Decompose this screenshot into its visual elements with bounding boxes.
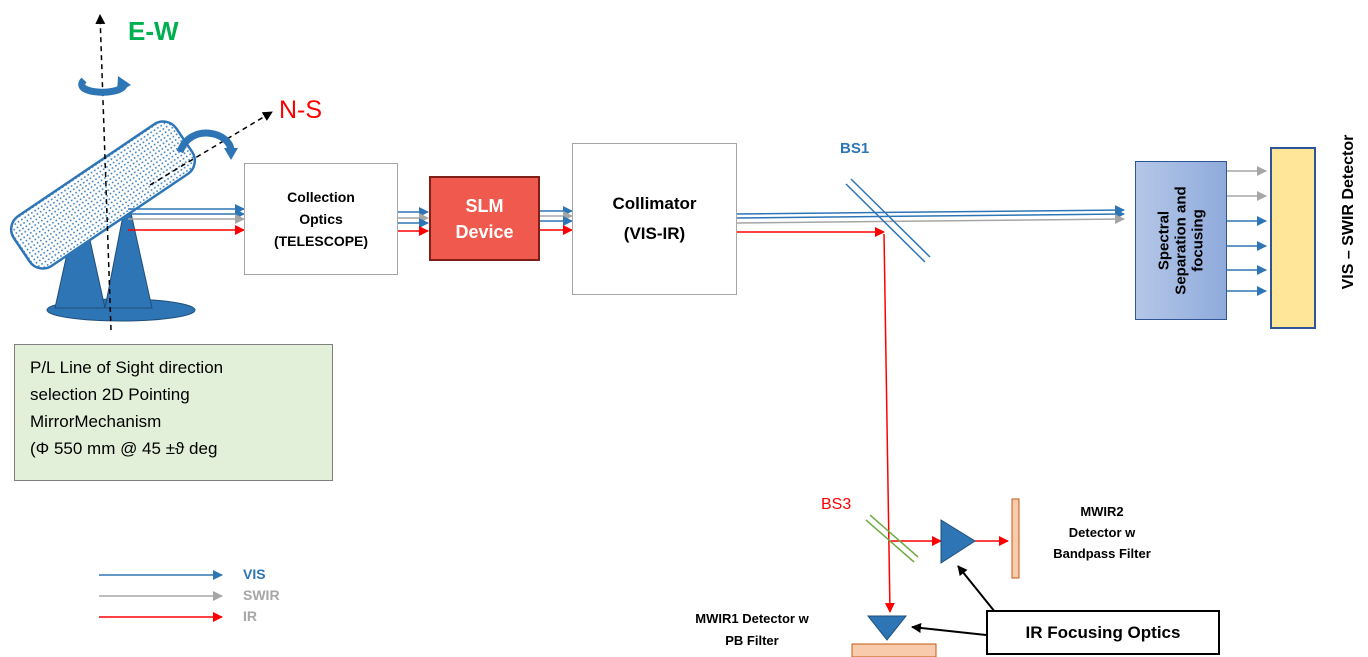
- spectral-line2: Separation and: [1172, 186, 1190, 295]
- pointing-line4: (Φ 550 mm @ 45 ±ϑ deg: [30, 439, 218, 458]
- ir-focusing-optics-callout: IR Focusing Optics: [986, 610, 1220, 655]
- ns-rotation-arrow-icon: [176, 129, 235, 154]
- vis-swir-detector-label: VIS – SWIR Detector: [1340, 134, 1357, 290]
- ew-axis-label: E-W: [128, 16, 179, 46]
- collection-optics-line2: Optics: [299, 211, 343, 227]
- collection-optics-line1: Collection: [287, 189, 355, 205]
- pointing-line2: selection 2D Pointing: [30, 385, 190, 404]
- spectral-separation-box: [1135, 161, 1227, 320]
- collection-optics-box: Collection Optics (TELESCOPE): [244, 163, 398, 275]
- mwir1-label: MWIR1 Detector w PB Filter: [672, 605, 832, 655]
- slm-device-line1: SLM: [465, 195, 504, 216]
- pointing-mechanism-box: P/L Line of Sight direction selection 2D…: [14, 344, 333, 481]
- ew-rotation-arrowhead-icon: [117, 76, 131, 93]
- ew-axis-line: [95, 14, 112, 331]
- pointing-mirror: [9, 120, 197, 270]
- mwir1-detector: [851, 643, 937, 657]
- beamsplitter-bs1: [845, 178, 931, 263]
- ns-axis-label: N-S: [279, 96, 323, 124]
- pointing-mirror-assembly: [9, 120, 197, 322]
- bs3-label: BS3: [821, 496, 852, 513]
- ns-axis-line: [149, 111, 273, 186]
- mwir1-line2: PB Filter: [725, 633, 779, 648]
- beams-ir-path: [883, 233, 1009, 613]
- ir-focusing-pointer-2: [957, 565, 996, 613]
- beamsplitter-bs3: [865, 514, 919, 563]
- ir-focusing-text: IR Focusing Optics: [1025, 622, 1181, 642]
- bs1-label: BS1: [840, 140, 870, 157]
- beams-collimator-to-spectral: [736, 205, 1125, 237]
- beams-slm-to-collimator: [540, 206, 573, 235]
- slm-device-box: SLM Device: [429, 176, 540, 261]
- collimator-line1: Collimator: [612, 194, 697, 213]
- spectral-line1: Spectral: [1155, 210, 1173, 271]
- beams-telescope-to-slm: [398, 207, 429, 236]
- vis-swir-detector: [1270, 147, 1316, 329]
- mwir2-line2: Detector w: [1068, 524, 1136, 540]
- mwir2-line3: Bandpass Filter: [1053, 545, 1151, 561]
- mwir1-focusing-lens: [866, 615, 908, 641]
- legend-vis-label: VIS: [243, 566, 266, 582]
- mwir1-line1: MWIR1 Detector w: [695, 611, 809, 626]
- legend-ir-label: IR: [243, 608, 257, 624]
- beams-spectral-to-detector: [1227, 166, 1267, 296]
- beams-mirror-to-telescope: [128, 204, 245, 235]
- collimator-box: Collimator (VIS-IR): [572, 143, 737, 295]
- collimator-line2: (VIS-IR): [623, 224, 686, 243]
- mwir2-focusing-lens: [940, 519, 976, 564]
- pointing-line3: MirrorMechanism: [30, 412, 162, 431]
- mwir2-label: MWIR2 Detector w Bandpass Filter: [1032, 497, 1172, 567]
- mwir2-detector: [1011, 498, 1020, 579]
- ir-focusing-pointer-1: [911, 622, 987, 636]
- spectral-line3: focusing: [1189, 209, 1207, 272]
- legend-lines: [99, 570, 223, 622]
- mirror-support-right: [104, 194, 153, 309]
- mwir2-line1: MWIR2: [1080, 503, 1124, 519]
- slm-device-line2: Device: [455, 221, 514, 242]
- spectral-separation-text: Spectral Separation and focusing: [1155, 161, 1207, 321]
- legend-swir-label: SWIR: [243, 587, 280, 603]
- pointing-line1: P/L Line of Sight direction: [30, 358, 224, 377]
- ns-rotation-arrowhead-icon: [224, 148, 238, 160]
- collection-optics-line3: (TELESCOPE): [273, 233, 369, 249]
